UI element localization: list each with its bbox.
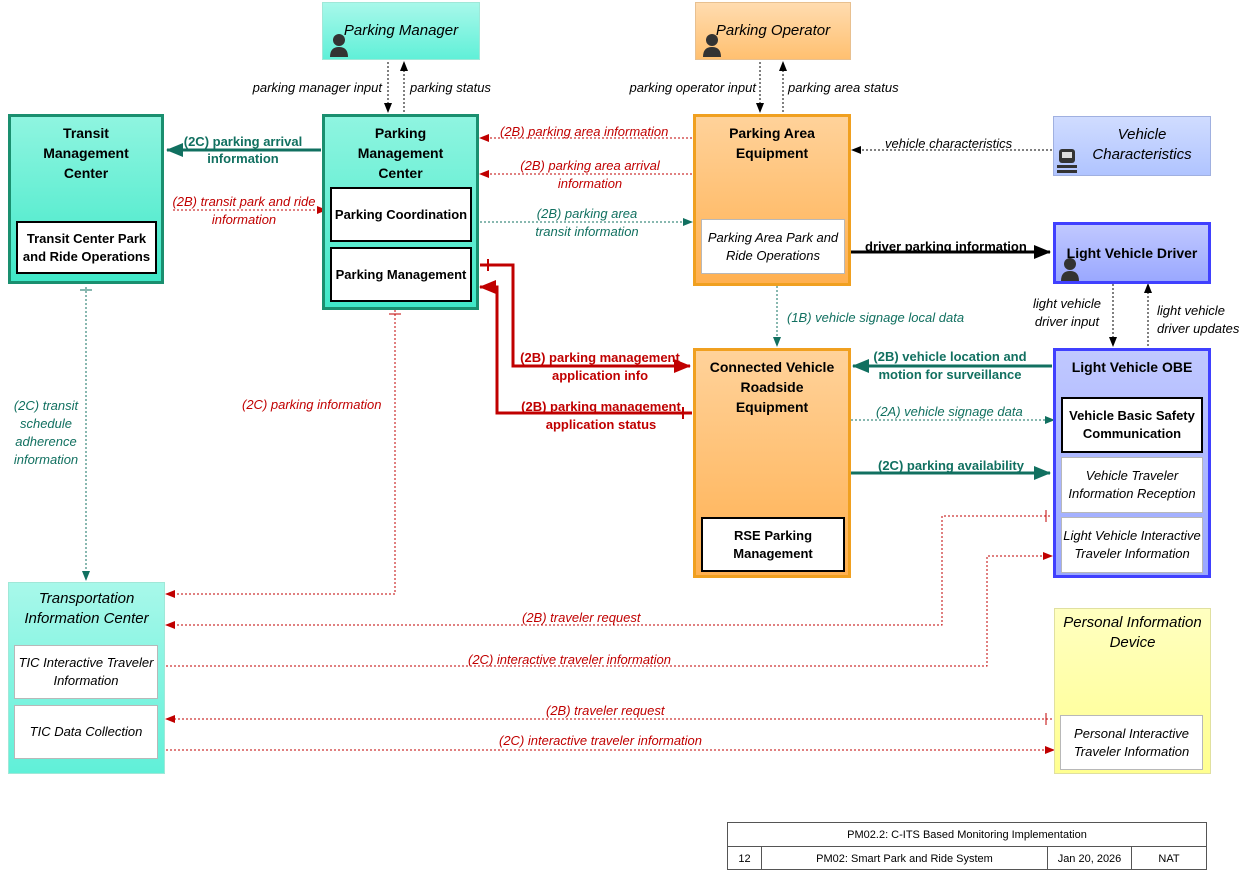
flow-label: parking operator input (629, 80, 756, 95)
transportation-information-center-node: Transportation Information Center TIC In… (8, 582, 165, 774)
flow-label: (2B) parking area transit information (535, 206, 639, 239)
flow-label: (2C) transit schedule adherence informat… (13, 398, 79, 467)
flow-label: (2B) transit park and ride information (172, 194, 316, 227)
connected-vehicle-rse-node: Connected Vehicle Roadside Equipment RSE… (693, 348, 851, 578)
parking-operator-node: Parking Operator (695, 2, 851, 60)
function-box: TIC Interactive Traveler Information (14, 645, 158, 699)
person-icon (703, 34, 721, 57)
function-box: Parking Coordination (330, 187, 472, 242)
flow-label: (2C) parking arrival information (183, 134, 303, 166)
function-box: Vehicle Traveler Information Reception (1061, 457, 1203, 513)
flow-line (166, 552, 1053, 667)
node-title: Light Vehicle Driver (1066, 245, 1198, 261)
node-title: Connected Vehicle Roadside Equipment (709, 359, 835, 415)
flow-label: parking status (410, 80, 491, 95)
node-title: Vehicle Characteristics (1092, 126, 1192, 163)
parking-management-center-node: Parking Management Center Parking Coordi… (322, 114, 479, 310)
flow-label: (1B) vehicle signage local data (787, 310, 965, 325)
flow-label: (2A) vehicle signage data (876, 404, 1023, 419)
personal-information-device-node: Personal Information Device Personal Int… (1054, 608, 1211, 774)
flow-label: parking area status (788, 80, 899, 95)
flow-line (165, 310, 396, 598)
flow-label: (2B) traveler request (522, 610, 641, 625)
node-title: Transportation Information Center (24, 590, 149, 627)
flow-label: (2C) interactive traveler information (499, 733, 703, 748)
function-box: TIC Data Collection (14, 705, 158, 759)
footer-org: NAT (1158, 852, 1180, 865)
function-box: Light Vehicle Interactive Traveler Infor… (1061, 517, 1203, 573)
parking-area-equipment-node: Parking Area Equipment Parking Area Park… (693, 114, 851, 286)
flow-label: light vehicle driver updates (1157, 303, 1240, 336)
function-box: Vehicle Basic Safety Communication (1061, 397, 1203, 453)
flow-label: vehicle characteristics (885, 136, 1013, 151)
flow-line (479, 280, 692, 415)
flow-label: (2C) interactive traveler information (468, 652, 672, 667)
footer-title: PM02.2: C-ITS Based Monitoring Implement… (728, 823, 1206, 847)
node-title: Parking Management Center (357, 125, 444, 181)
node-title: Parking Operator (715, 22, 831, 39)
flow-label: light vehicle driver input (1033, 296, 1101, 329)
footer-name: PM02: Smart Park and Ride System (762, 847, 1048, 870)
light-vehicle-driver-node: Light Vehicle Driver (1053, 222, 1211, 284)
function-box: Parking Management (330, 247, 472, 302)
flow-line (480, 263, 691, 373)
flow-label: (2C) parking availability (878, 458, 1024, 473)
person-icon (1061, 258, 1079, 281)
footer-page: 12 (728, 847, 762, 870)
footer-date: Jan 20, 2026 (1048, 847, 1132, 870)
parking-manager-node: Parking Manager (322, 2, 480, 60)
flow-label: (2B) parking area arrival information (520, 158, 660, 191)
flow-label: (2B) parking area information (500, 124, 669, 139)
function-box: Transit Center Park and Ride Operations (16, 221, 157, 274)
node-title: Parking Area Equipment (729, 125, 815, 161)
flow-line (165, 515, 1050, 629)
node-title: Light Vehicle OBE (1071, 359, 1193, 375)
light-vehicle-obe-node: Light Vehicle OBE Vehicle Basic Safety C… (1053, 348, 1211, 578)
function-box: Parking Area Park and Ride Operations (701, 219, 845, 274)
person-icon (330, 34, 348, 57)
node-title: Transit Management Center (43, 125, 129, 181)
function-box: RSE Parking Management (701, 517, 845, 572)
node-title: Parking Manager (343, 22, 459, 39)
flow-label: (2B) traveler request (546, 703, 665, 718)
function-box: Personal Interactive Traveler Informatio… (1060, 715, 1203, 770)
flow-label: (2B) vehicle location and motion for sur… (873, 349, 1027, 382)
flow-label: (2C) parking information (242, 397, 382, 412)
diagram-footer: PM02.2: C-ITS Based Monitoring Implement… (727, 822, 1207, 870)
node-title: Personal Information Device (1063, 614, 1202, 651)
flow-label: (2B) parking management application info (520, 350, 680, 383)
flow-label: (2B) parking management application stat… (521, 399, 681, 432)
transit-management-center-node: Transit Management Center Transit Center… (8, 114, 164, 284)
flow-label: parking manager input (252, 80, 382, 95)
vehicle-characteristics-node: Vehicle Characteristics (1053, 116, 1211, 176)
flow-label: driver parking information (865, 239, 1027, 254)
vehicle-icon (1057, 149, 1077, 173)
